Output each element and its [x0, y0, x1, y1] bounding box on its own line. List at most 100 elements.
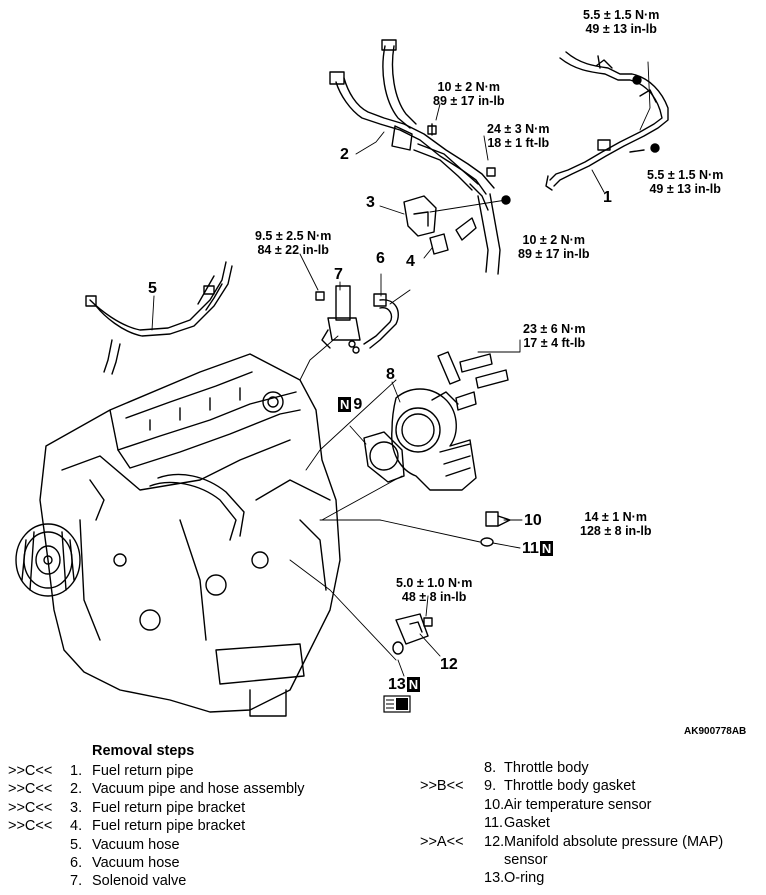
service-mark — [420, 851, 484, 869]
service-mark: >>B<< — [420, 778, 464, 795]
list-item: 10.Air temperature sensor — [420, 796, 723, 814]
list-item: 11.Gasket — [420, 814, 723, 832]
service-mark — [8, 872, 70, 890]
removal-steps-heading: Removal steps — [92, 743, 195, 759]
service-mark — [420, 814, 484, 832]
list-item: >>A<< 12.Manifold absolute pressure (MAP) — [420, 833, 723, 851]
torque-nm: 5.0 ± 1.0 N·m — [396, 576, 473, 590]
step-text: sensor — [504, 852, 548, 869]
callout-3: 3 — [366, 194, 375, 211]
torque-spec-solenoid-valve: 9.5 ± 2.5 N·m 84 ± 22 in-lb — [255, 229, 331, 257]
step-number: 2. — [70, 781, 83, 798]
service-mark — [8, 836, 70, 854]
step-text: Solenoid valve — [92, 873, 187, 890]
throttle-body-bolts — [437, 351, 509, 411]
torque-imperial: 18 ± 1 ft-lb — [487, 136, 550, 150]
service-mark: >>C<< — [8, 781, 53, 798]
step-text: Air temperature sensor — [504, 796, 652, 813]
o-ring — [392, 641, 404, 655]
list-item: >>C<<1.Fuel return pipe — [8, 762, 305, 780]
step-number: 11. — [484, 815, 504, 832]
torque-nm: 5.5 ± 1.5 N·m — [583, 8, 660, 22]
torque-spec-fuel-return-pipe-side: 5.5 ± 1.5 N·m 49 ± 13 in-lb — [647, 168, 723, 196]
torque-imperial: 84 ± 22 in-lb — [257, 243, 329, 257]
bolt — [597, 55, 601, 69]
gasket-11 — [480, 537, 494, 547]
service-mark: >>C<< — [8, 799, 53, 816]
torque-imperial: 89 ± 17 in-lb — [433, 94, 505, 108]
step-number: 8. — [484, 760, 497, 776]
list-item: 6.Vacuum hose — [8, 854, 305, 872]
service-mark: >>C<< — [8, 818, 53, 835]
step-number: 4. — [70, 818, 83, 835]
torque-nm: 10 ± 2 N·m — [437, 80, 500, 94]
step-number: 12. — [484, 833, 505, 850]
list-item: 13.O-ring — [420, 869, 723, 887]
step-text: O-ring — [504, 870, 545, 887]
service-mark — [420, 796, 484, 814]
list-item: 7. Solenoid valve — [8, 872, 305, 890]
step-text: Vacuum pipe and hose assembly — [92, 781, 305, 798]
list-item: >>C<< 2. Vacuum pipe and hose assembly — [8, 780, 305, 798]
callout-7: 7 — [334, 266, 343, 283]
removal-steps-right: 8.Throttle body >>B<<9.Throttle body gas… — [420, 759, 723, 888]
list-item: sensor — [420, 851, 723, 869]
solenoid-valve — [321, 285, 361, 354]
step-text: Gasket — [504, 815, 550, 832]
torque-imperial: 17 ± 4 ft-lb — [523, 336, 586, 350]
figure-id: AK900778AB — [684, 726, 747, 737]
crankshaft-pulley — [15, 523, 81, 597]
step-text: Fuel return pipe bracket — [92, 818, 246, 835]
torque-spec-union-bolt: 24 ± 3 N·m 18 ± 1 ft-lb — [487, 122, 549, 150]
torque-nm: 9.5 ± 2.5 N·m — [255, 229, 332, 243]
list-item: >>C<<3.Fuel return pipe bracket — [8, 799, 305, 817]
step-number: 13. — [484, 870, 505, 887]
callout-4: 4 — [406, 253, 415, 270]
torque-imperial: 49 ± 13 in-lb — [585, 22, 657, 36]
list-item: >>C<< 4. Fuel return pipe bracket — [8, 817, 305, 835]
tool-icon — [383, 695, 411, 713]
torque-imperial: 49 ± 13 in-lb — [649, 182, 721, 196]
torque-nm: 14 ± 1 N·m — [584, 510, 647, 524]
torque-imperial: 89 ± 17 in-lb — [518, 247, 590, 261]
step-number: 3. — [70, 799, 83, 816]
callout-number: 11 — [522, 540, 539, 557]
torque-spec-map-sensor: 5.0 ± 1.0 N·m 48 ± 8 in-lb — [396, 576, 472, 604]
step-text: Throttle body gasket — [504, 778, 636, 795]
step-number: 10. — [484, 796, 505, 813]
callout-1: 1 — [603, 189, 612, 206]
callout-10: 10 — [524, 512, 542, 529]
torque-imperial: 48 ± 8 in-lb — [401, 590, 467, 604]
map-sensor — [395, 613, 429, 645]
step-number: 7. — [70, 873, 83, 890]
list-item: >>B<<9.Throttle body gasket — [420, 777, 723, 795]
callout-5: 5 — [148, 280, 157, 297]
service-mark — [420, 869, 484, 887]
fuel-return-pipe-bracket-4 — [429, 217, 477, 255]
torque-spec-air-temperature-sensor: 14 ± 1 N·m 128 ± 8 in-lb — [580, 510, 651, 538]
torque-imperial: 128 ± 8 in-lb — [580, 524, 652, 538]
callout-12: 12 — [440, 656, 458, 673]
torque-spec-fuel-return-pipe-top: 5.5 ± 1.5 N·m 49 ± 13 in-lb — [583, 8, 659, 36]
air-temperature-sensor — [485, 511, 511, 527]
step-text: Vacuum hose — [92, 855, 180, 872]
service-mark — [8, 854, 70, 872]
step-text: Manifold absolute pressure (MAP) — [504, 833, 724, 850]
fuel-return-pipe-bracket-3 — [403, 195, 437, 237]
callout-2: 2 — [340, 146, 349, 163]
torque-spec-bracket: 10 ± 2 N·m 89 ± 17 in-lb — [518, 233, 589, 261]
service-mark: >>A<< — [420, 833, 464, 850]
torque-nm: 23 ± 6 N·m — [523, 322, 586, 336]
torque-nm: 10 ± 2 N·m — [522, 233, 585, 247]
new-part-mark: N — [539, 541, 554, 556]
vacuum-pipe-hose-assembly — [329, 39, 501, 275]
vacuum-hose-6 — [363, 293, 399, 349]
torque-spec-throttle-body: 23 ± 6 N·m 17 ± 4 ft-lb — [523, 322, 585, 350]
torque-spec-vacuum-pipe: 10 ± 2 N·m 89 ± 17 in-lb — [433, 80, 504, 108]
callout-number: 9 — [353, 396, 363, 413]
throttle-body-gasket — [363, 431, 405, 483]
step-number: 1. — [70, 763, 83, 779]
